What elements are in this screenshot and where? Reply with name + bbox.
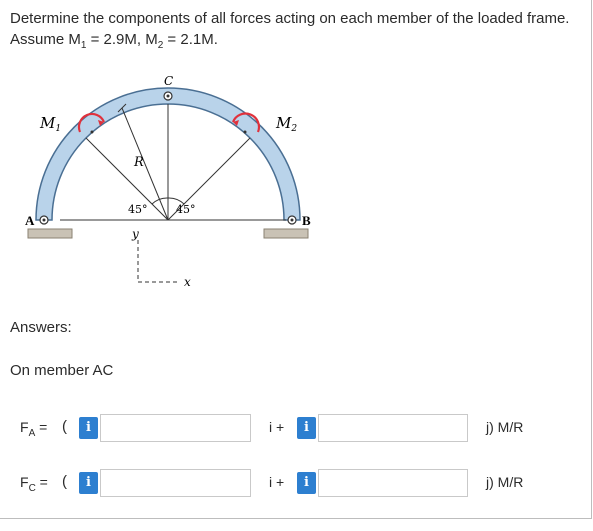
fa-open-paren: ( xyxy=(62,418,67,435)
support-b-base xyxy=(263,228,309,239)
frame-diagram: M1 M2 C R A B 45° 45° y x xyxy=(25,74,311,289)
moment-m2-point xyxy=(243,130,247,134)
moment-m1-arrowhead xyxy=(98,120,104,126)
m1-subscript: 1 xyxy=(80,40,87,51)
fc-unit: j) M/R xyxy=(486,474,524,490)
label-angle-left: 45° xyxy=(128,203,148,216)
line-45-right xyxy=(167,137,251,221)
problem-statement: Determine the components of all forces a… xyxy=(10,8,569,56)
fa-y-input[interactable] xyxy=(318,414,468,442)
problem-line-1: Determine the components of all forces a… xyxy=(10,10,570,27)
fc-x-input[interactable] xyxy=(100,469,251,497)
label-a: A xyxy=(25,213,35,228)
fc-open-paren: ( xyxy=(62,473,67,490)
support-a-base xyxy=(27,228,73,239)
label-b: B xyxy=(302,213,311,228)
label-m2: M2 xyxy=(275,114,297,134)
answer-row-fa: FA = ( i i + i j) M/R xyxy=(0,412,593,444)
fa-unit: j) M/R xyxy=(486,419,524,435)
line-45-left xyxy=(85,137,169,221)
moment-m1-icon xyxy=(77,112,106,133)
fa-label: FA = xyxy=(20,419,48,439)
fa-x-info-icon[interactable]: i xyxy=(79,417,98,439)
label-angle-right: 45° xyxy=(176,203,196,216)
m2-text: = 2.9M, M xyxy=(86,31,158,48)
question-panel: Determine the components of all forces a… xyxy=(0,0,592,519)
angle-arc-right xyxy=(167,197,185,205)
fa-i-plus: i + xyxy=(269,419,285,435)
m1-text: Assume M xyxy=(10,31,81,48)
m2-value: = 2.1M. xyxy=(163,31,218,48)
problem-line-2: Assume M1 = 2.9M, M2 = 2.1M. xyxy=(10,29,569,56)
answers-heading: Answers: xyxy=(10,319,72,336)
fc-i-plus: i + xyxy=(269,474,285,490)
label-c: C xyxy=(164,74,173,88)
label-axis-y: y xyxy=(131,227,139,241)
fa-x-input[interactable] xyxy=(100,414,251,442)
radius-line-left xyxy=(121,107,169,221)
fa-y-info-icon[interactable]: i xyxy=(297,417,316,439)
pin-c-dot xyxy=(166,94,170,98)
angle-arc-left xyxy=(151,197,169,205)
label-axis-x: x xyxy=(184,275,191,289)
fc-y-info-icon[interactable]: i xyxy=(297,472,316,494)
moment-m1-point xyxy=(90,130,94,134)
fc-x-info-icon[interactable]: i xyxy=(79,472,98,494)
moment-m2-arrowhead xyxy=(233,120,239,126)
moment-m2-icon xyxy=(231,112,261,133)
pin-b-dot xyxy=(290,218,294,222)
answer-row-fc: FC = ( i i + i j) M/R xyxy=(0,467,593,499)
member-heading: On member AC xyxy=(10,362,114,379)
m2-subscript: 2 xyxy=(157,40,164,51)
pin-a-dot xyxy=(42,218,46,222)
fc-y-input[interactable] xyxy=(318,469,468,497)
radius-marker xyxy=(117,103,127,113)
label-r: R xyxy=(133,155,144,170)
fc-label: FC = xyxy=(20,474,48,494)
label-m1: M1 xyxy=(39,114,61,134)
